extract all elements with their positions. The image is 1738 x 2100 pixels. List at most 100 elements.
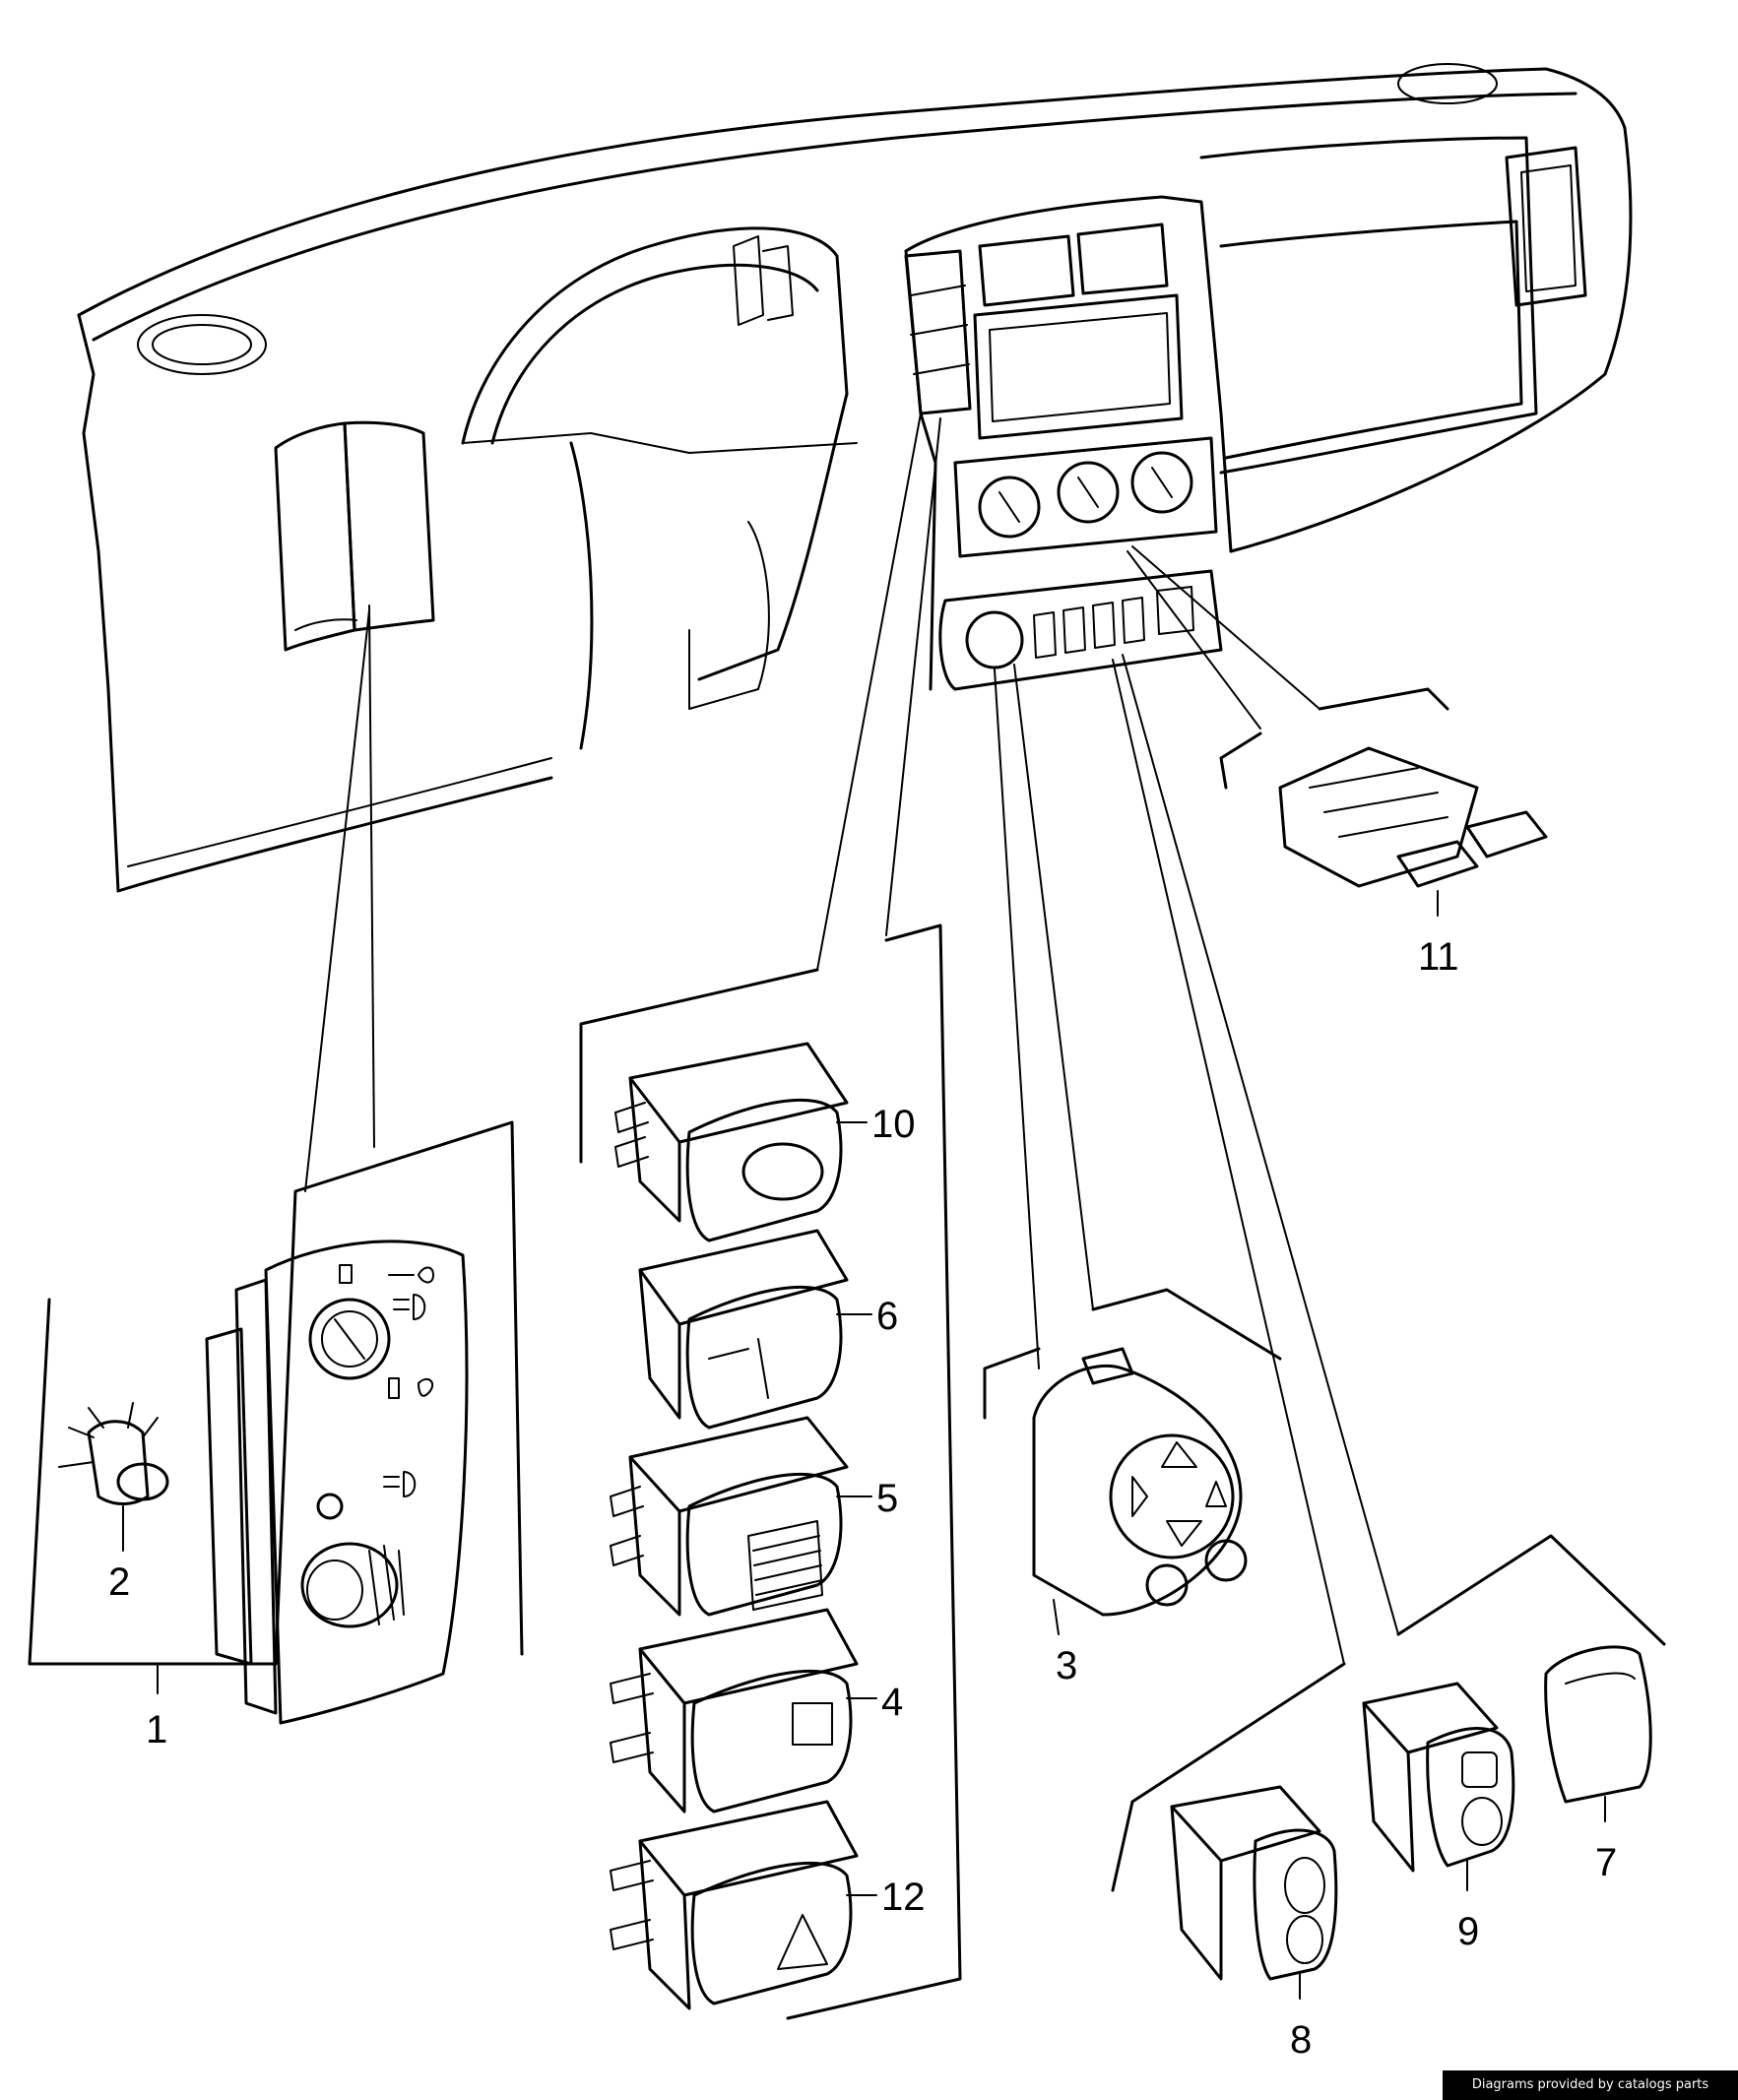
light-switch-back: [205, 1278, 278, 1715]
mirror-arrow-down: [1166, 1520, 1202, 1547]
switch-10-body: [628, 1042, 849, 1223]
switch-6: [638, 1229, 849, 1430]
left-vent-louver: [294, 618, 357, 631]
switch-4-cap: [690, 1669, 853, 1814]
center-left-vent-louvers: [910, 285, 970, 375]
group-789-frame: [1111, 1534, 1666, 1892]
leader-to-11b: [1131, 545, 1320, 710]
climate-knob-center: [1057, 461, 1120, 524]
switch-12-cap: [690, 1861, 853, 2005]
switch-5: [610, 1416, 849, 1617]
instrument-hood: [461, 226, 849, 445]
switch-5-cap: [685, 1472, 843, 1617]
light-switch-panel: [264, 1240, 469, 1725]
switch-8-window-symbol: [1284, 1857, 1325, 1914]
dashboard-left-end: [77, 313, 553, 893]
switch-4-body: [638, 1608, 859, 1814]
callout-label-6: 6: [876, 1295, 898, 1338]
left-speaker: [137, 314, 267, 375]
radio-frame-inner: [989, 312, 1171, 422]
switch-8-lower: [1286, 1915, 1323, 1964]
dashboard-top-edge: [77, 67, 1627, 317]
switch-9: [1362, 1682, 1515, 1891]
mirror-select-knob-1: [1145, 1563, 1189, 1607]
headlight-knob-grip: [334, 1318, 365, 1360]
instrument-hood-lip: [462, 432, 858, 454]
switch-row-panel: [938, 569, 1223, 691]
dashboard-right-end: [1229, 126, 1633, 553]
switch-10-symbol: [741, 1142, 824, 1201]
group-3-frame: [983, 1288, 1282, 1420]
light-switch-group: [28, 1120, 524, 1725]
switch-10-pins: [614, 1102, 649, 1168]
callout-label-5: 5: [876, 1477, 898, 1520]
left-speaker-inner: [152, 324, 252, 365]
credit-banner: Diagrams provided by catalogs parts: [1443, 2070, 1738, 2100]
mirror-adjuster-housing: [1032, 1364, 1243, 1617]
switch-8-body: [1170, 1785, 1321, 1981]
callout-label-2: 2: [108, 1560, 130, 1604]
callout-label-8: 8: [1290, 2018, 1312, 2062]
connector-group: [1219, 687, 1548, 917]
group-11-frame: [1219, 687, 1449, 790]
switch-9-body: [1362, 1682, 1499, 1873]
switch-7: [1544, 1645, 1652, 1822]
bulb-glass: [116, 1462, 169, 1501]
bulb-socket: [87, 1420, 150, 1505]
switch-10: [614, 1042, 849, 1242]
switch-4-pins: [610, 1673, 654, 1763]
switch-7-cap: [1544, 1645, 1652, 1804]
mirror-adjuster-group: [983, 1288, 1282, 1635]
mirror-joystick-plate: [1109, 1433, 1235, 1559]
callout-labels: 1 2 3 4 5 6 7 8 9 10 11 12: [108, 935, 1617, 2062]
mirror-adjuster-top: [1081, 1347, 1134, 1385]
switch-10-cap: [685, 1098, 843, 1242]
knob-marks: [998, 467, 1173, 523]
mirror-arrow-up: [1161, 1441, 1197, 1468]
glovebox-frame: [1199, 136, 1538, 475]
climate-knob-right: [1130, 451, 1193, 514]
callout-label-11: 11: [1418, 935, 1459, 979]
headlight-knob-inner: [321, 1310, 378, 1368]
switch-5-body: [628, 1416, 849, 1617]
right-vent-inner: [1520, 164, 1577, 292]
rocker-switch-group: [579, 923, 962, 2020]
leader-to-9: [1122, 654, 1399, 1635]
right-speaker: [1397, 63, 1498, 104]
left-air-vent-2: [343, 420, 435, 632]
switch-6-detail: [708, 1338, 769, 1399]
headlight-knob: [308, 1298, 391, 1380]
switch-8: [1170, 1785, 1338, 2000]
radio-slot-left: [978, 234, 1075, 307]
light-symbol-parking: [339, 1264, 353, 1284]
leader-to-8: [1112, 659, 1345, 1665]
bulb-socket-fins: [58, 1402, 159, 1468]
switch-6-body: [638, 1229, 849, 1420]
dimmer-thumbwheel-inner: [306, 1559, 363, 1621]
leader-lines: [304, 413, 1399, 1665]
switch-12-hazard-symbol: [777, 1914, 828, 1970]
rocker-group-frame: [579, 923, 962, 2020]
climate-panel: [953, 436, 1218, 558]
switch-4-symbol: [792, 1702, 833, 1746]
connector-plug-2: [1465, 810, 1548, 859]
left-air-vent: [274, 421, 356, 652]
callout-label-4: 4: [881, 1681, 903, 1724]
radio-slot-right: [1076, 223, 1169, 295]
mirror-leader: [1053, 1599, 1060, 1635]
window-switch-group: [1111, 1534, 1666, 2000]
mirror-select-knob-2: [1204, 1539, 1248, 1582]
indicator-lamp: [316, 1493, 344, 1520]
dashboard-left-face: [127, 757, 552, 867]
switch-8-cap: [1253, 1828, 1338, 1981]
callout-label-7: 7: [1595, 1841, 1617, 1884]
leader-to-group-10: [816, 413, 922, 971]
group-1-frame: [28, 1120, 524, 1666]
switch-6-cap: [685, 1285, 843, 1430]
steering-column-cover: [569, 392, 849, 750]
leader-to-group-1: [368, 605, 375, 1148]
dimmer-thumbwheel: [300, 1542, 399, 1628]
column-shroud: [688, 521, 770, 710]
switch-9-lower: [1461, 1797, 1503, 1846]
